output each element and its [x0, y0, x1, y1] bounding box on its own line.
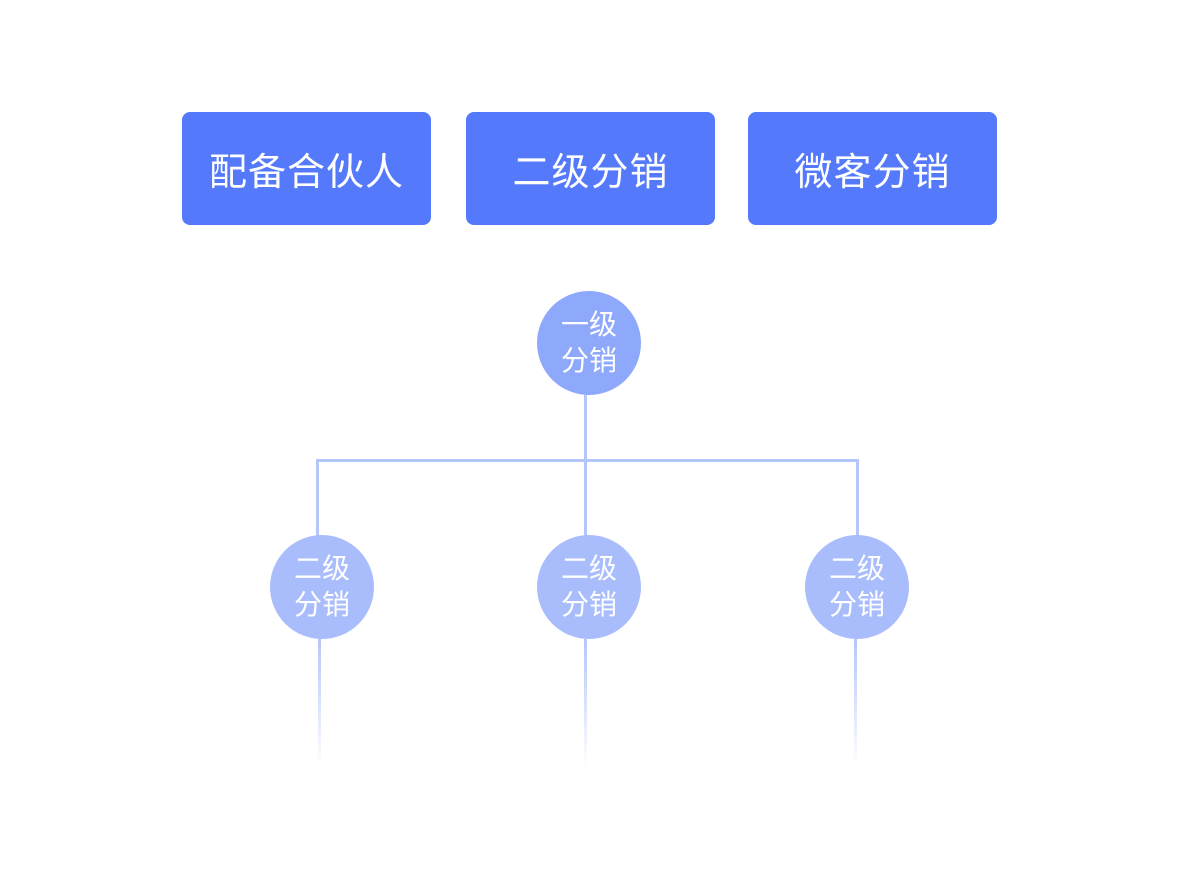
child-node-line1: 二级	[828, 552, 885, 585]
child-node-line2: 分销	[828, 588, 885, 621]
tail-connector-left	[318, 639, 321, 767]
tab-partner[interactable]: 配备合伙人	[182, 112, 431, 225]
child-node-second-level-distribution: 二级 分销	[270, 535, 374, 639]
child-node-second-level-distribution: 二级 分销	[537, 535, 641, 639]
horizontal-connector	[316, 459, 859, 462]
child-node-line1: 二级	[293, 552, 350, 585]
root-node-line2: 分销	[560, 344, 617, 377]
tab-second-level-distribution[interactable]: 二级分销	[466, 112, 715, 225]
child-node-second-level-distribution: 二级 分销	[805, 535, 909, 639]
branch-connector-middle	[584, 459, 587, 537]
root-node-line1: 一级	[560, 308, 617, 341]
tab-second-level-distribution-label: 二级分销	[512, 150, 669, 194]
tail-connector-middle	[584, 639, 587, 767]
tab-micro-distribution-label: 微客分销	[794, 150, 951, 194]
tab-micro-distribution[interactable]: 微客分销	[748, 112, 997, 225]
root-node-first-level-distribution: 一级 分销	[537, 291, 641, 395]
branch-connector-right	[856, 459, 859, 537]
child-node-line1: 二级	[560, 552, 617, 585]
child-node-line2: 分销	[560, 588, 617, 621]
tab-partner-label: 配备合伙人	[208, 150, 404, 194]
child-node-line2: 分销	[293, 588, 350, 621]
tail-connector-right	[854, 639, 857, 767]
root-stem-connector	[584, 395, 587, 462]
branch-connector-left	[316, 459, 319, 537]
